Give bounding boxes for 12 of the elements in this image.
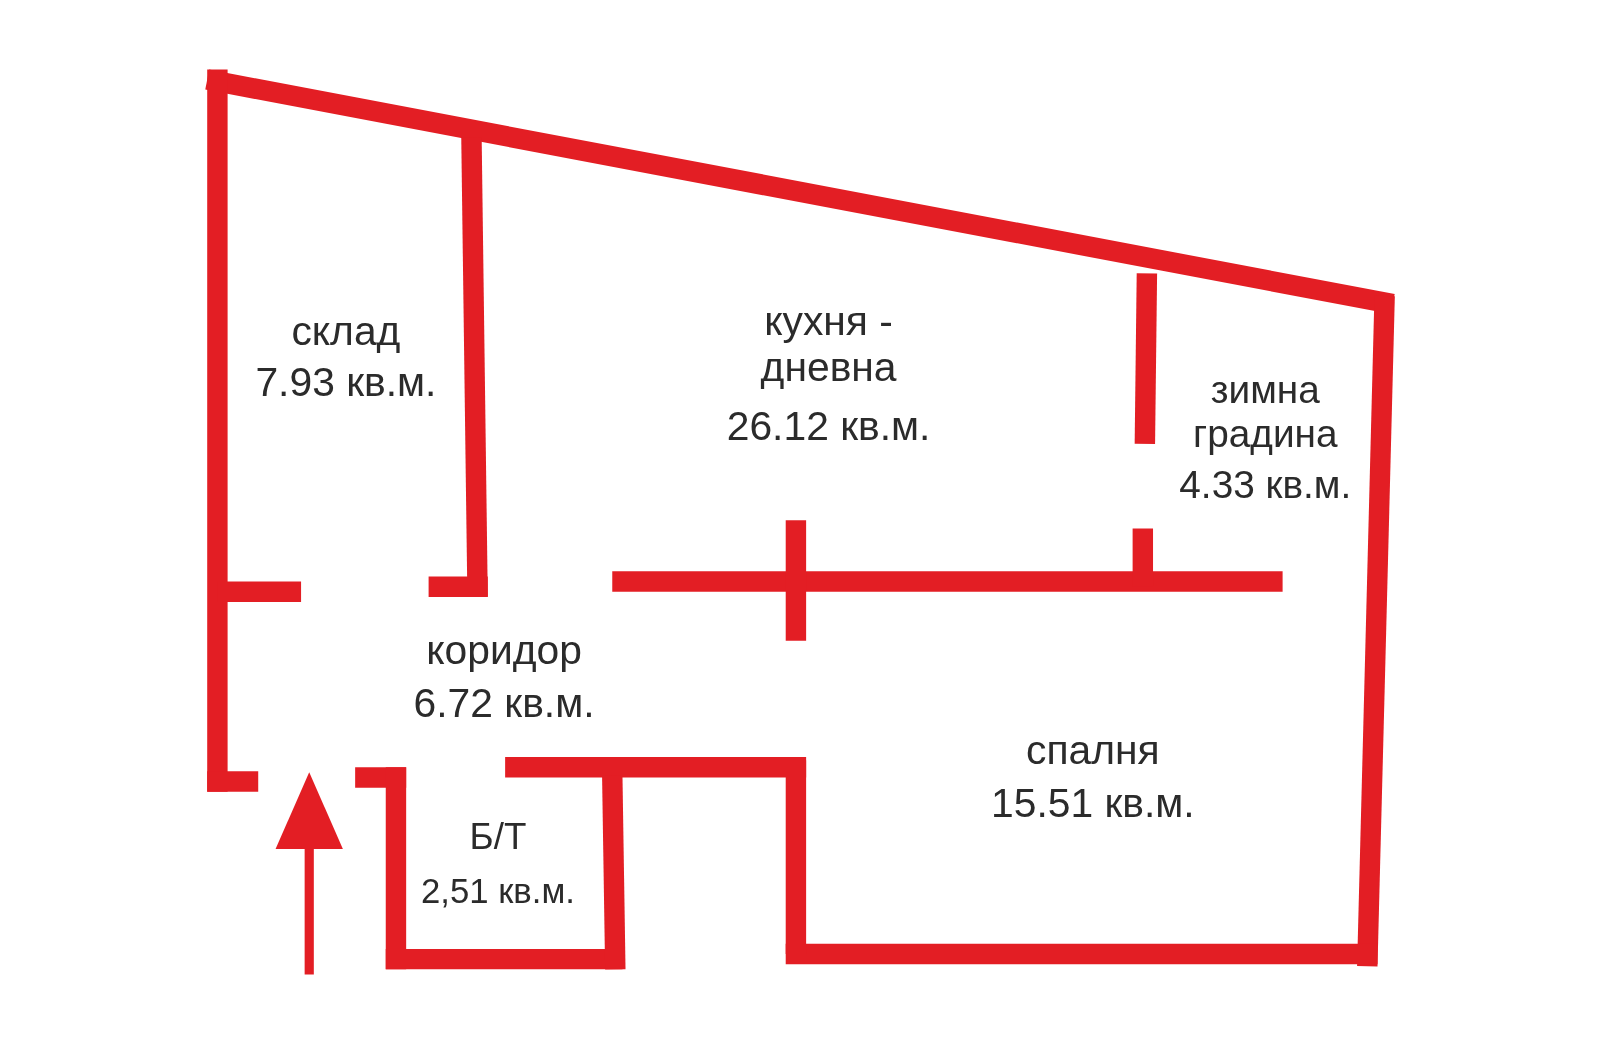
room-name: спалня <box>1026 728 1160 774</box>
room-name: кухня - дневна <box>759 299 898 391</box>
room-name: склад <box>291 308 401 355</box>
area-label: 4.33 кв.м. <box>1179 463 1352 507</box>
room-name: зимна градина <box>1192 367 1339 455</box>
room-name: коридор <box>426 628 582 674</box>
room-name: Б/Т <box>469 816 527 858</box>
area-label: 15.51 кв.м. <box>991 781 1195 827</box>
area-label: 7.93 кв.м. <box>255 359 437 406</box>
area-label: 6.72 кв.м. <box>413 681 595 727</box>
area-label: 26.12 кв.м. <box>726 403 931 450</box>
area-label: 2,51 кв.м. <box>421 871 575 911</box>
